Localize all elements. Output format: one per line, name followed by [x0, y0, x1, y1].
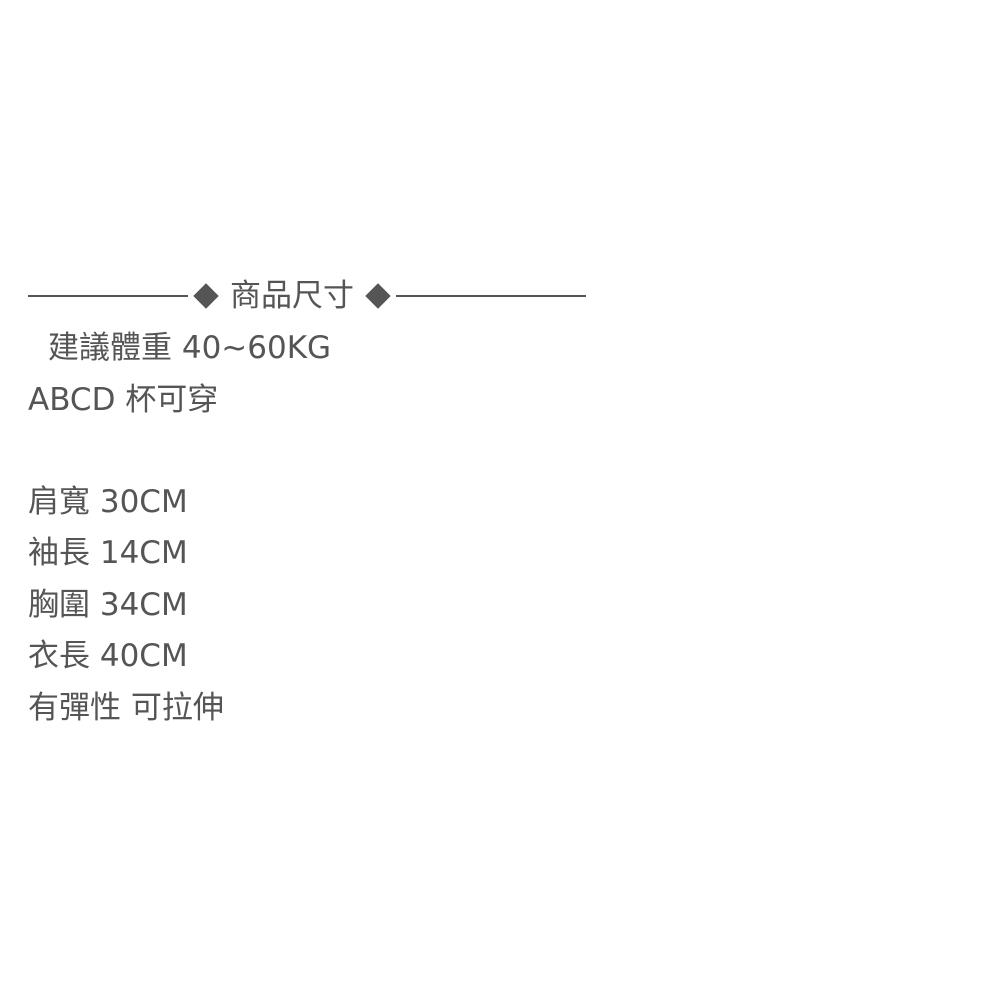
cup-size: ABCD 杯可穿 — [28, 382, 219, 418]
diamond-icon — [193, 283, 219, 309]
chest-circumference: 胸圍 34CM — [28, 587, 188, 623]
recommended-weight: 建議體重 40~60KG — [48, 330, 332, 366]
left-divider-line — [28, 295, 188, 297]
section-header: 商品尺寸 — [28, 276, 586, 316]
diamond-icon — [365, 283, 391, 309]
elasticity-note: 有彈性 可拉伸 — [28, 690, 224, 726]
right-divider-line — [396, 295, 586, 297]
shoulder-width: 肩寬 30CM — [28, 484, 188, 520]
garment-length: 衣長 40CM — [28, 638, 188, 674]
section-title: 商品尺寸 — [230, 278, 354, 314]
sleeve-length: 袖長 14CM — [28, 535, 188, 571]
